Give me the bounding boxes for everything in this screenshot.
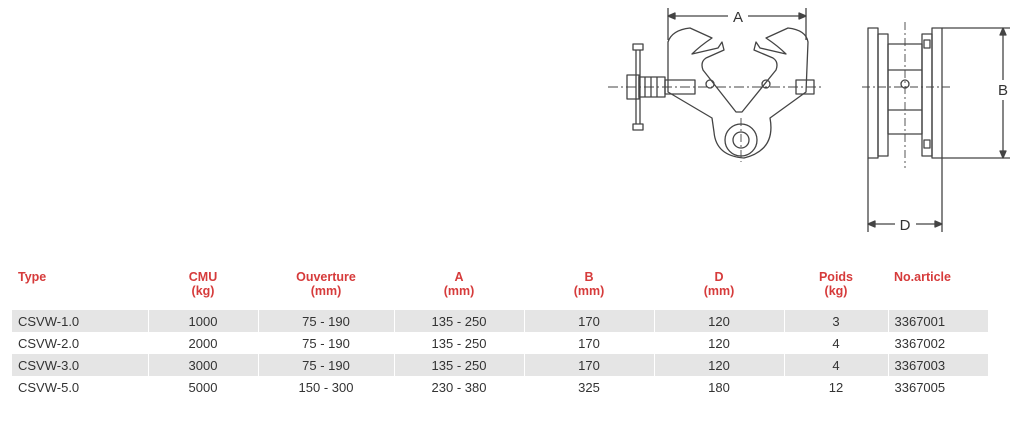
cell-b: 170 <box>524 310 655 332</box>
cell-cmu: 3000 <box>148 354 259 376</box>
side-view <box>862 22 950 168</box>
cell-ouverture: 75 - 190 <box>258 310 395 332</box>
dimension-d <box>867 158 943 232</box>
cell-a: 135 - 250 <box>394 354 525 376</box>
header-ouverture: Ouverture(mm) <box>296 270 356 298</box>
cell-b: 170 <box>524 332 655 354</box>
header-d: D(mm) <box>703 270 735 298</box>
cell-ouverture: 75 - 190 <box>258 354 395 376</box>
header-poids: Poids(kg) <box>818 270 854 298</box>
cell-poids: 4 <box>784 354 889 376</box>
cell-cmu: 5000 <box>148 376 259 398</box>
cell-type: CSVW-3.0 <box>12 354 149 376</box>
header-type: Type <box>18 270 47 284</box>
cell-a: 135 - 250 <box>394 332 525 354</box>
cell-d: 120 <box>654 332 785 354</box>
header-article: No.article <box>894 270 951 284</box>
header-b: B(mm) <box>573 270 605 298</box>
cell-article: 3367005 <box>888 376 989 398</box>
dimension-a-label: A <box>733 9 743 26</box>
cell-poids: 3 <box>784 310 889 332</box>
dimension-b <box>942 27 1010 159</box>
cell-article: 3367002 <box>888 332 989 354</box>
cell-type: CSVW-2.0 <box>12 332 149 354</box>
cell-d: 120 <box>654 310 785 332</box>
cell-poids: 12 <box>784 376 889 398</box>
dimension-d-label: D <box>900 217 911 234</box>
cell-d: 120 <box>654 354 785 376</box>
cell-poids: 4 <box>784 332 889 354</box>
cell-ouverture: 75 - 190 <box>258 332 395 354</box>
cell-a: 135 - 250 <box>394 310 525 332</box>
spec-table: Type CMU(kg) Ouverture(mm) A(mm) B(mm) D… <box>12 270 989 398</box>
cell-cmu: 2000 <box>148 332 259 354</box>
technical-drawing: A B D <box>608 8 1010 234</box>
cell-type: CSVW-1.0 <box>12 310 149 332</box>
clamp-body <box>667 27 809 162</box>
table-row: CSVW-1.0 1000 75 - 190 135 - 250 170 120… <box>12 310 989 332</box>
screw-handle <box>626 43 815 131</box>
table-header-row: Type CMU(kg) Ouverture(mm) A(mm) B(mm) D… <box>12 270 988 310</box>
header-cmu: CMU(kg) <box>188 270 218 298</box>
cell-article: 3367001 <box>888 310 989 332</box>
cell-article: 3367003 <box>888 354 989 376</box>
header-a: A(mm) <box>443 270 475 298</box>
cell-type: CSVW-5.0 <box>12 376 149 398</box>
dimension-a <box>667 8 807 40</box>
dimension-b-label: B <box>998 82 1008 99</box>
cell-b: 170 <box>524 354 655 376</box>
cell-a: 230 - 380 <box>394 376 525 398</box>
cell-b: 325 <box>524 376 655 398</box>
cell-d: 180 <box>654 376 785 398</box>
cell-cmu: 1000 <box>148 310 259 332</box>
table-row: CSVW-3.0 3000 75 - 190 135 - 250 170 120… <box>12 354 989 376</box>
table-row: CSVW-2.0 2000 75 - 190 135 - 250 170 120… <box>12 332 989 354</box>
table-row: CSVW-5.0 5000 150 - 300 230 - 380 325 18… <box>12 376 989 398</box>
cell-ouverture: 150 - 300 <box>258 376 395 398</box>
